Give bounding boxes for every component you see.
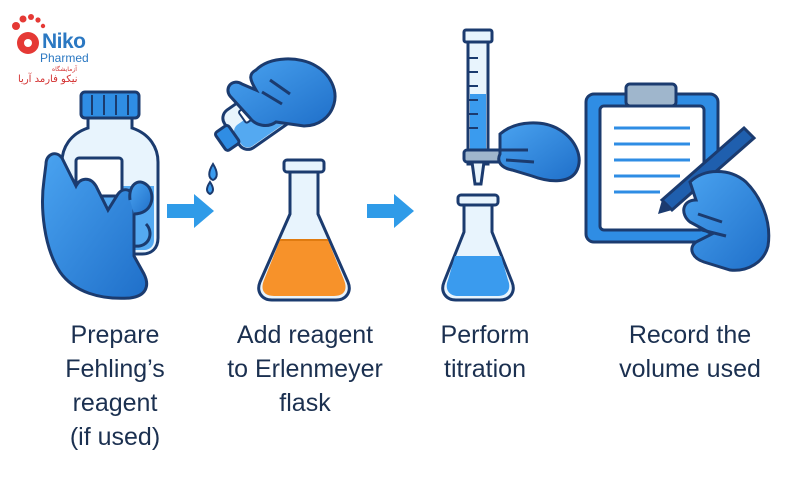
gloved-hand-holding-bottle-icon: [41, 90, 160, 300]
step-1-label: Prepare Fehling’s reagent (if used): [65, 321, 165, 451]
logo-name-fa: نیکو فارمد آریا: [18, 74, 78, 85]
step-3-label: Perform titration: [440, 321, 530, 383]
step-2-label: Add reagent to Erlenmeyer flask: [227, 321, 383, 417]
logo-sub: Pharmed: [40, 51, 89, 65]
logo-tagline-fa: آزمایشگاه: [52, 66, 77, 73]
footprint-dots-icon: [12, 14, 46, 54]
burette-over-blue-flask-icon: [441, 28, 581, 302]
hand-writing-on-clipboard-icon: [584, 82, 771, 272]
arrow-right-icon: [367, 194, 414, 228]
arrow-right-icon: [167, 194, 214, 228]
logo-brand: Niko: [42, 30, 86, 53]
hand-pouring-into-orange-flask-icon: [206, 57, 351, 302]
step-4-label: Record the volume used: [619, 321, 761, 383]
company-logo: Niko Pharmed آزمایشگاه نیکو فارمد آریا: [8, 10, 94, 88]
